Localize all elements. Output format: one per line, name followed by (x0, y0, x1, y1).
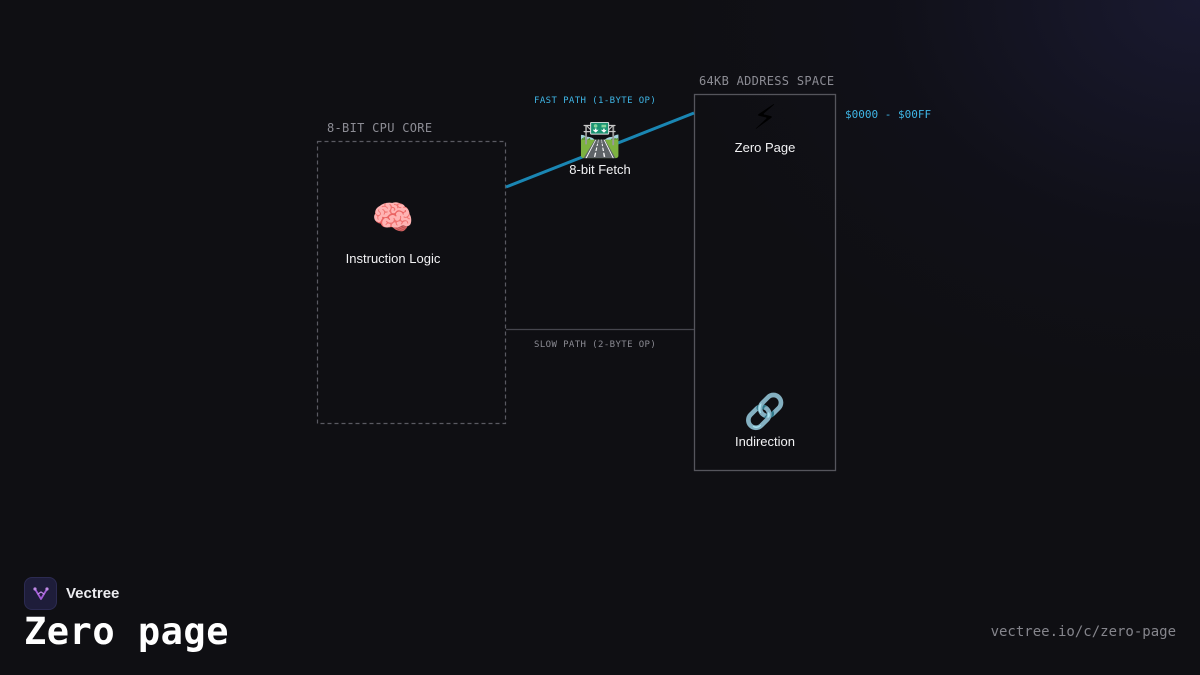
zero-page-node: ⚡ Zero Page (735, 98, 796, 155)
fast-path-line (505, 111, 695, 189)
address-space-box (693, 93, 837, 472)
brand[interactable]: Vectree (24, 577, 119, 610)
fetch-label: 8-bit Fetch (569, 162, 631, 177)
logo-mark (32, 586, 49, 600)
zero-page-range: $0000 - $00FF (845, 108, 932, 121)
cpu-core-label: 8-BIT CPU CORE (327, 121, 433, 135)
fetch-node: 🛣️ 8-bit Fetch (569, 120, 630, 177)
highway-icon: 🛣️ (578, 121, 622, 159)
slow-path-label: SLOW PATH (2-BYTE OP) (534, 340, 657, 350)
page-url[interactable]: vectree.io/c/zero-page (990, 624, 1176, 640)
zero-page-label: Zero Page (734, 140, 796, 155)
instruction-logic-node: 🧠 Instruction Logic (346, 198, 441, 266)
indirection-label: Indirection (735, 434, 795, 449)
link-icon: 🔗 (743, 393, 787, 431)
cpu-core-box (316, 140, 507, 425)
instruction-logic-label: Instruction Logic (345, 251, 441, 266)
indirection-node: 🔗 Indirection (735, 392, 795, 449)
brain-icon: 🧠 (371, 199, 415, 237)
page-title: Zero page (24, 610, 229, 653)
lightning-icon: ⚡ (753, 99, 777, 137)
address-space-label: 64KB ADDRESS SPACE (699, 74, 835, 88)
fast-path-label: FAST PATH (1-BYTE OP) (534, 96, 657, 106)
tree-branch-icon (24, 577, 57, 610)
brand-name: Vectree (66, 585, 120, 602)
